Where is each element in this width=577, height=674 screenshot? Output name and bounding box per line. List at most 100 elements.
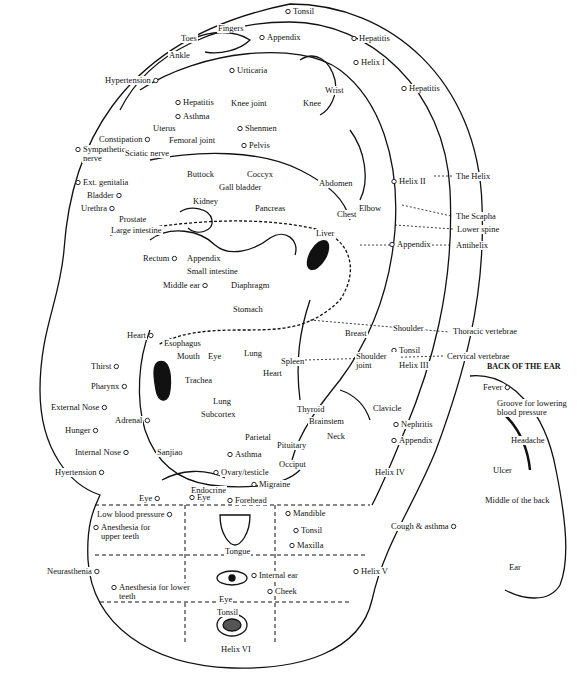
point-label: Appendix	[186, 254, 222, 263]
point-label: Heart	[126, 331, 147, 340]
point-dot	[260, 35, 264, 39]
point-dot	[390, 242, 394, 246]
point-label: Cough & asthma	[390, 522, 450, 531]
mouth-icon	[217, 614, 247, 636]
point-label: Sanjiao	[156, 448, 184, 457]
clavicle-sketch	[340, 390, 370, 420]
point-dot	[242, 143, 246, 147]
kidney-sketch	[180, 208, 212, 232]
point-label: Breast	[344, 329, 368, 338]
point-label: Mouth	[176, 352, 201, 361]
point-label: Asthma	[234, 450, 262, 459]
point-label: Appendix	[398, 436, 434, 445]
elbow-sketch	[350, 130, 365, 200]
point-label: Appendix	[396, 240, 432, 249]
point-dot	[354, 60, 358, 64]
point-label: Anesthesia for upper teeth	[100, 523, 172, 541]
point-label: Sciatic nerve	[124, 149, 170, 158]
ear-outline	[40, 4, 482, 668]
point-label: Eye	[218, 595, 233, 604]
point-label: Antihelix	[455, 241, 489, 250]
tragus-outline	[139, 330, 210, 485]
point-dot	[228, 498, 232, 502]
point-label: External Nose	[50, 403, 100, 412]
point-label: Tongue	[224, 547, 251, 556]
point-dot	[354, 569, 358, 573]
point-label: Internal ear	[258, 571, 299, 580]
point-dot	[102, 405, 106, 409]
point-label: Shenmen	[244, 124, 278, 133]
point-label: Eye	[138, 494, 153, 503]
point-dot	[286, 9, 290, 13]
point-label: Kidney	[192, 197, 219, 206]
point-label: Thoracic vertebrae	[452, 327, 518, 336]
point-label: Chest	[336, 210, 357, 219]
point-dot	[214, 470, 218, 474]
point-dot	[392, 438, 396, 442]
point-label: Constipation	[98, 135, 143, 144]
point-label: Helix IV	[374, 468, 406, 477]
point-dot	[252, 482, 256, 486]
point-label: Sympathetic nerve	[82, 145, 126, 163]
point-label: Hypertension	[104, 76, 152, 85]
point-dot	[99, 470, 103, 474]
point-dot	[394, 422, 398, 426]
point-dot	[190, 495, 194, 499]
tongue-icon	[220, 515, 250, 545]
point-dot	[145, 418, 149, 422]
foot-sketch	[190, 33, 250, 53]
point-label: Lung	[243, 349, 263, 358]
point-label: Fingers	[217, 24, 245, 33]
point-label: Middle of the back	[484, 496, 550, 505]
point-label: Occiput	[278, 460, 307, 469]
concha-outline	[110, 221, 350, 345]
point-label: Nephritis	[400, 420, 434, 429]
point-label: Asthma	[182, 112, 210, 121]
point-label: Eye	[207, 352, 222, 361]
point-dot	[451, 524, 455, 528]
point-label: Tonsil	[300, 526, 323, 535]
point-label: Urethra	[80, 204, 108, 213]
point-label: Helix III	[398, 361, 430, 370]
point-dot	[505, 385, 509, 389]
point-label: Ear	[508, 563, 522, 572]
point-label: Hepatitis	[358, 34, 391, 43]
point-label: Internal Nose	[74, 448, 122, 457]
point-dot	[149, 333, 153, 337]
point-label: Hepatitis	[182, 98, 215, 107]
point-label: Abdomen	[318, 179, 354, 188]
point-label: Anesthesia for lower teeth	[118, 583, 194, 601]
point-label: Pancreas	[254, 204, 286, 213]
point-label: Spleen	[280, 357, 305, 366]
point-label: Maxilla	[296, 541, 324, 550]
point-label: Adrenal	[114, 416, 143, 425]
point-label: Tonsil	[292, 7, 315, 16]
point-dot	[252, 573, 256, 577]
point-label: The Scapha	[455, 212, 497, 221]
point-label: Helix VI	[220, 645, 252, 654]
point-label: Pituitary	[276, 441, 307, 450]
intestine-sketch	[150, 231, 296, 255]
point-dot	[76, 147, 80, 151]
point-label: Middle ear	[162, 281, 201, 290]
point-label: Pharynx	[90, 382, 120, 391]
point-label: Fever	[482, 383, 503, 392]
point-label: Heart	[262, 369, 283, 378]
point-label: Parietal	[244, 433, 272, 442]
point-dot	[352, 36, 356, 40]
point-dot	[230, 68, 234, 72]
spine-sketch	[298, 300, 310, 400]
point-label: Shoulder joint	[355, 352, 399, 370]
point-label: Tonsil	[216, 608, 239, 617]
point-label: Ulcer	[492, 466, 513, 475]
point-label: Groove for lowering blood pressure	[496, 399, 570, 417]
point-label: Uterus	[152, 124, 177, 133]
point-dot	[122, 384, 126, 388]
point-dot	[238, 126, 242, 130]
leader-line	[395, 225, 453, 229]
leader-line	[402, 205, 451, 216]
leader-line	[432, 176, 452, 177]
point-label: Clavicle	[372, 404, 402, 413]
point-label: Ovary/testicle	[220, 468, 270, 477]
point-label: Cheek	[274, 587, 298, 596]
